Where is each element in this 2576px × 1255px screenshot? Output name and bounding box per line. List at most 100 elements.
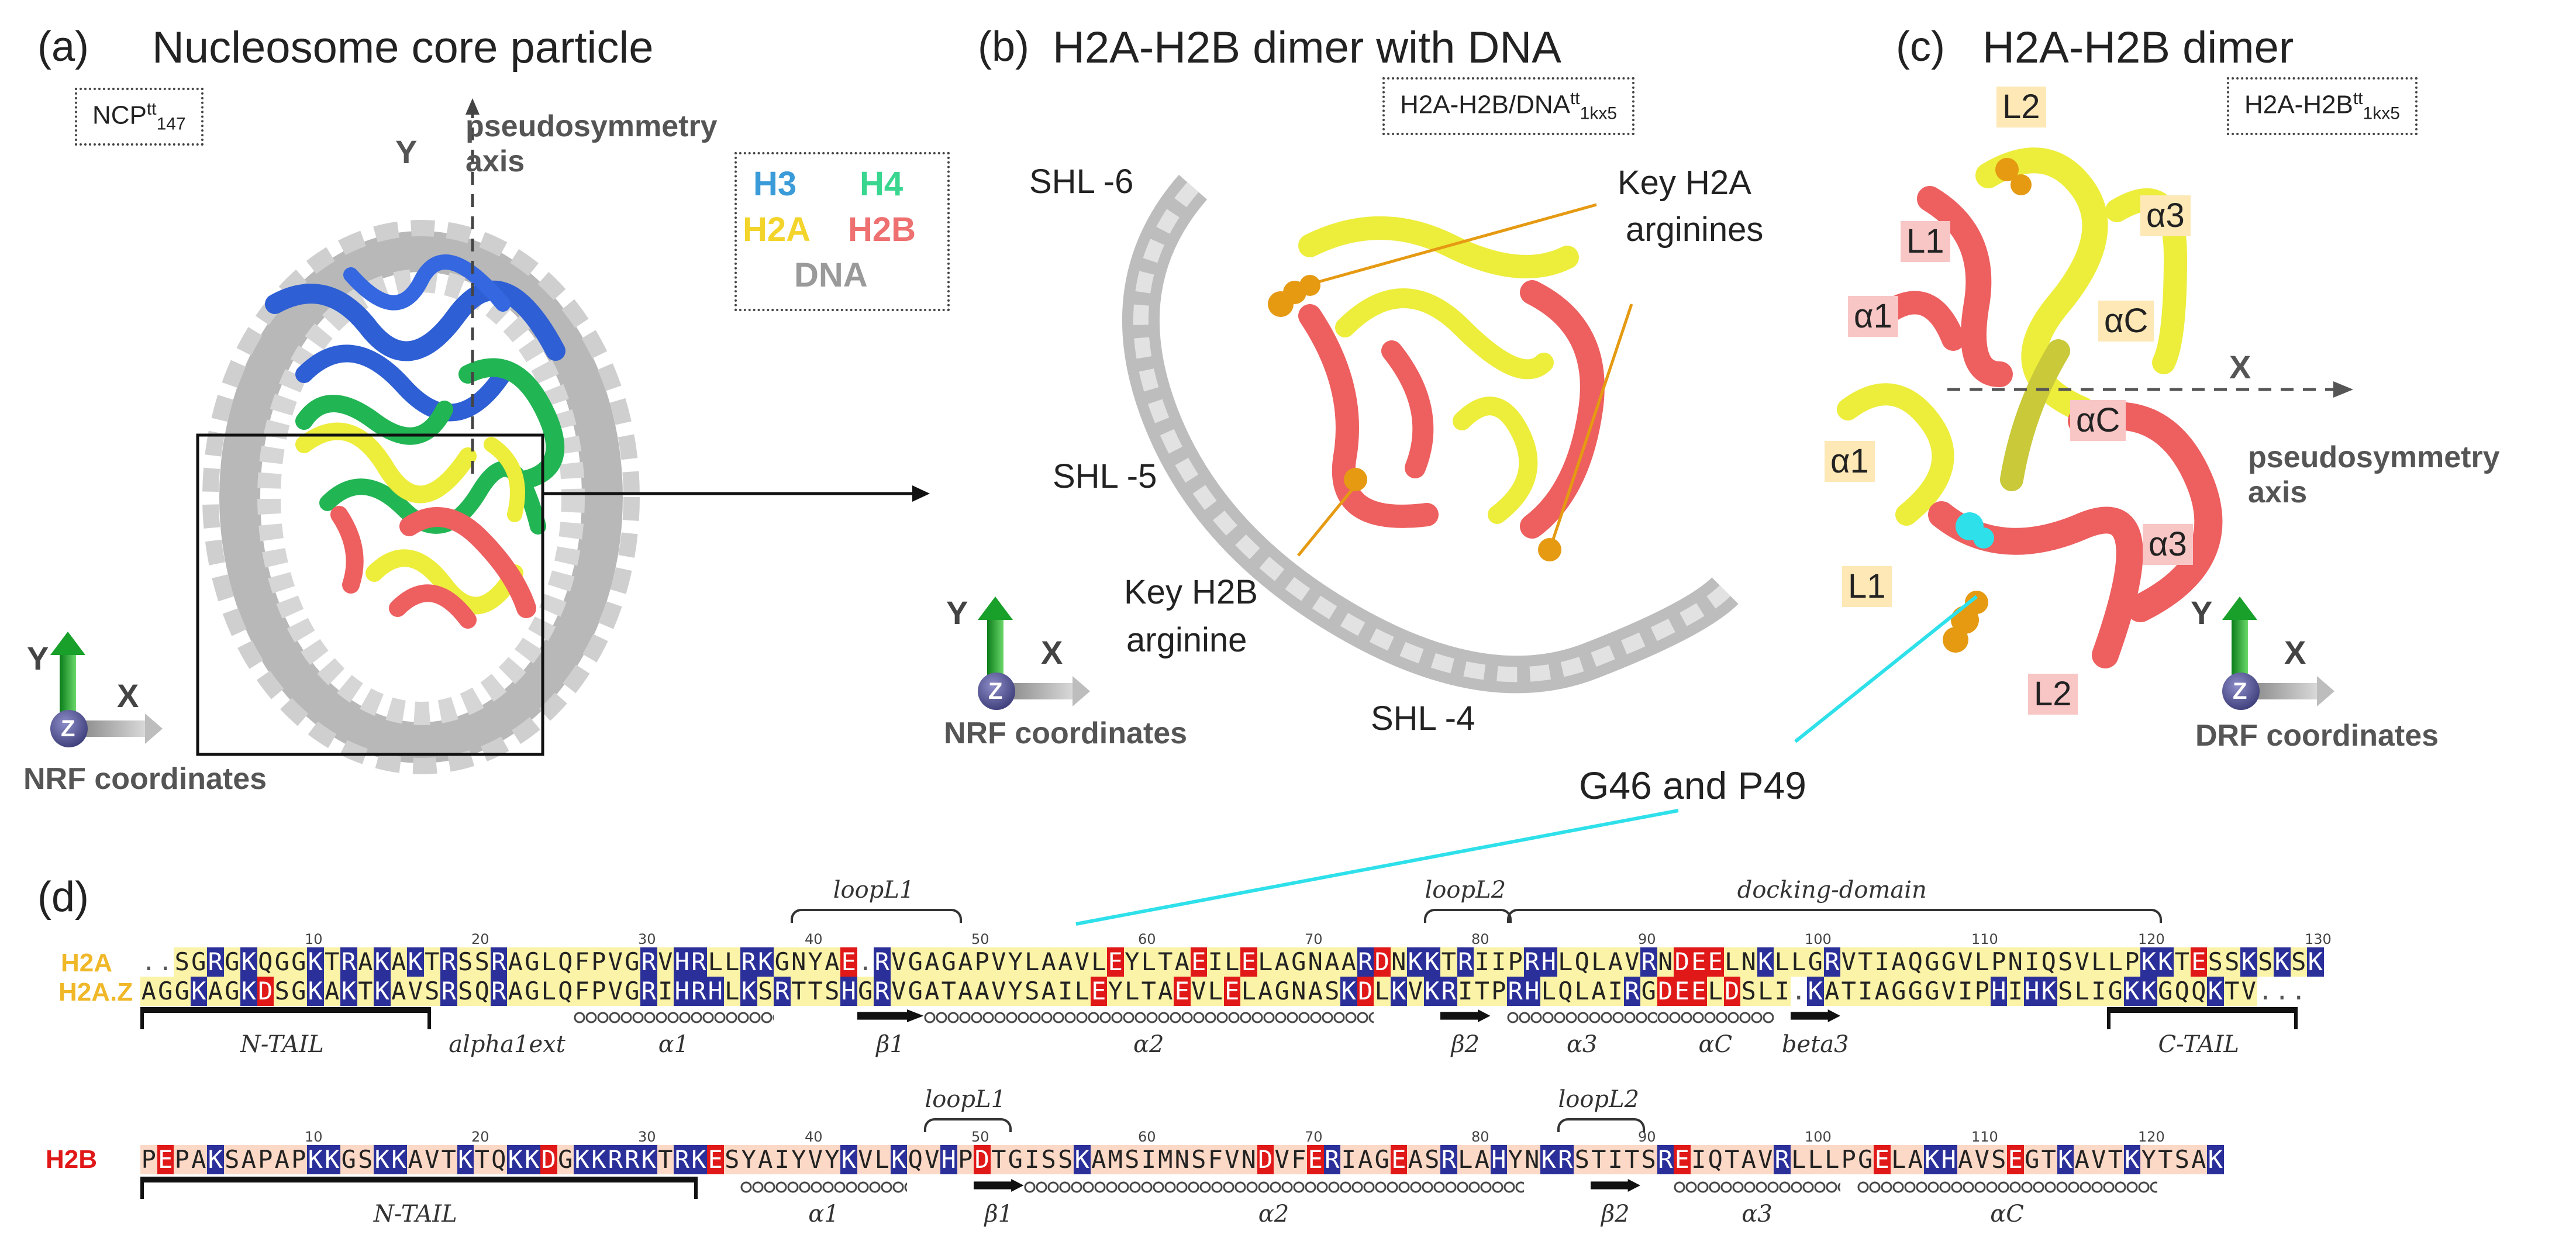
residue: . <box>2258 977 2273 1005</box>
residue: K <box>407 947 424 977</box>
residue: A <box>2074 1145 2091 1174</box>
residue: F <box>1290 1145 1307 1174</box>
residue: T <box>2157 1145 2174 1174</box>
residue: A <box>1740 1145 1757 1174</box>
residue: N <box>790 947 807 977</box>
structure-feature-mark <box>440 1011 574 1027</box>
residue: L <box>540 977 557 1006</box>
structure-feature-mark <box>1657 1011 1774 1027</box>
residue: A <box>1040 977 1057 1006</box>
residue: S <box>1990 1145 2007 1174</box>
residue: V <box>1757 1145 1774 1174</box>
residue: S <box>1057 1145 1074 1174</box>
residue: G <box>340 1145 357 1174</box>
residue: L <box>1090 947 1107 977</box>
residue: L <box>1540 977 1557 1006</box>
residue: T <box>990 1145 1007 1174</box>
residue: I <box>1490 947 1507 977</box>
position-tick: 50 <box>971 931 989 947</box>
residue: H <box>1523 977 1540 1006</box>
residue: . <box>2291 977 2306 1005</box>
residue: E <box>1240 947 1257 977</box>
residue: G <box>1857 1145 1874 1174</box>
residue: F <box>574 947 591 977</box>
residue: K <box>2207 1145 2224 1174</box>
residue: H <box>1990 977 2007 1006</box>
residue: P <box>1990 947 2007 977</box>
residue: R <box>1774 1145 1791 1174</box>
residue: L <box>1123 977 1140 1006</box>
structure-feature-mark <box>974 1179 1024 1192</box>
residue: I <box>1607 1145 1624 1174</box>
position-tick: 110 <box>1971 931 1998 947</box>
structure-feature-mark <box>923 1011 1374 1027</box>
residue: L <box>1590 947 1607 977</box>
shl-6-label: SHL -6 <box>1029 163 1134 201</box>
residue: T <box>1840 977 1857 1006</box>
residue: Y <box>1007 977 1024 1006</box>
position-tick: 90 <box>1638 1129 1656 1145</box>
residue: V <box>890 947 907 977</box>
residue: R <box>1507 977 1524 1006</box>
residue: T <box>2107 1145 2124 1174</box>
panel-a-letter: (a) <box>37 23 89 70</box>
residue: S <box>423 977 440 1006</box>
panel-c-letter: (c) <box>1896 23 1945 70</box>
residue: R <box>1457 947 1474 977</box>
residue: R <box>340 947 357 977</box>
c-label-ac-top: αC <box>2098 301 2154 342</box>
panel-a-coord-label: NRF coordinates <box>23 762 267 796</box>
residue: E <box>1707 947 1724 977</box>
residue: T <box>1474 977 1491 1006</box>
structure-feature-mark <box>1590 1179 1640 1192</box>
residue: K <box>1423 977 1440 1006</box>
residue: Y <box>1107 977 1124 1006</box>
residue: . <box>1791 977 1806 1005</box>
position-tick: 120 <box>2138 1129 2165 1145</box>
structure-feature-label: α3 <box>1567 1031 1598 1058</box>
residue: G <box>190 947 207 977</box>
residue: R <box>440 947 457 977</box>
position-tick: 100 <box>1805 931 1832 947</box>
h2a-seq-name: H2A <box>61 949 113 977</box>
residue: A <box>190 1145 207 1174</box>
residue: G <box>223 977 240 1006</box>
key-h2b-label-2: arginine <box>1126 621 1247 659</box>
residue: G <box>290 947 307 977</box>
residue: F <box>1207 1145 1224 1174</box>
position-tick: 40 <box>805 931 823 947</box>
residue: A <box>1590 977 1607 1006</box>
residue: A <box>1890 947 1907 977</box>
residue: L <box>2074 977 2091 1006</box>
residue: L <box>1557 947 1574 977</box>
h2b-sequence: PEPAKSAPAPKKGSKKAVTKTQKKDGKKRRKTRKESYAIY… <box>140 1145 2224 1174</box>
residue: G <box>623 947 640 977</box>
residue: K <box>757 947 774 977</box>
residue: S <box>757 977 774 1006</box>
legend-dna: DNA <box>794 256 868 294</box>
panel-a-tag: NCPtt147 <box>75 88 204 146</box>
residue: A <box>140 977 157 1006</box>
residue: V <box>2074 947 2091 977</box>
residue: Y <box>1507 1145 1524 1174</box>
residue: G <box>223 947 240 977</box>
residue: A <box>1357 1145 1374 1174</box>
residue: G <box>2107 977 2124 1006</box>
residue: L <box>1790 947 1807 977</box>
panel-b-coord-y: Y <box>946 594 968 631</box>
residue: G <box>2157 977 2174 1006</box>
residue: L <box>723 977 740 1006</box>
structure-feature-label: α1 <box>658 1031 689 1058</box>
residue: G <box>1007 1145 1024 1174</box>
residue: V <box>1974 1145 1991 1174</box>
residue: T <box>1857 947 1874 977</box>
residue: I <box>2023 947 2040 977</box>
residue: N <box>1657 947 1674 977</box>
residue: P <box>2123 947 2140 977</box>
residue: A <box>2190 1145 2207 1174</box>
residue: S <box>823 977 840 1006</box>
residue: N <box>1307 947 1324 977</box>
residue: . <box>858 947 873 976</box>
